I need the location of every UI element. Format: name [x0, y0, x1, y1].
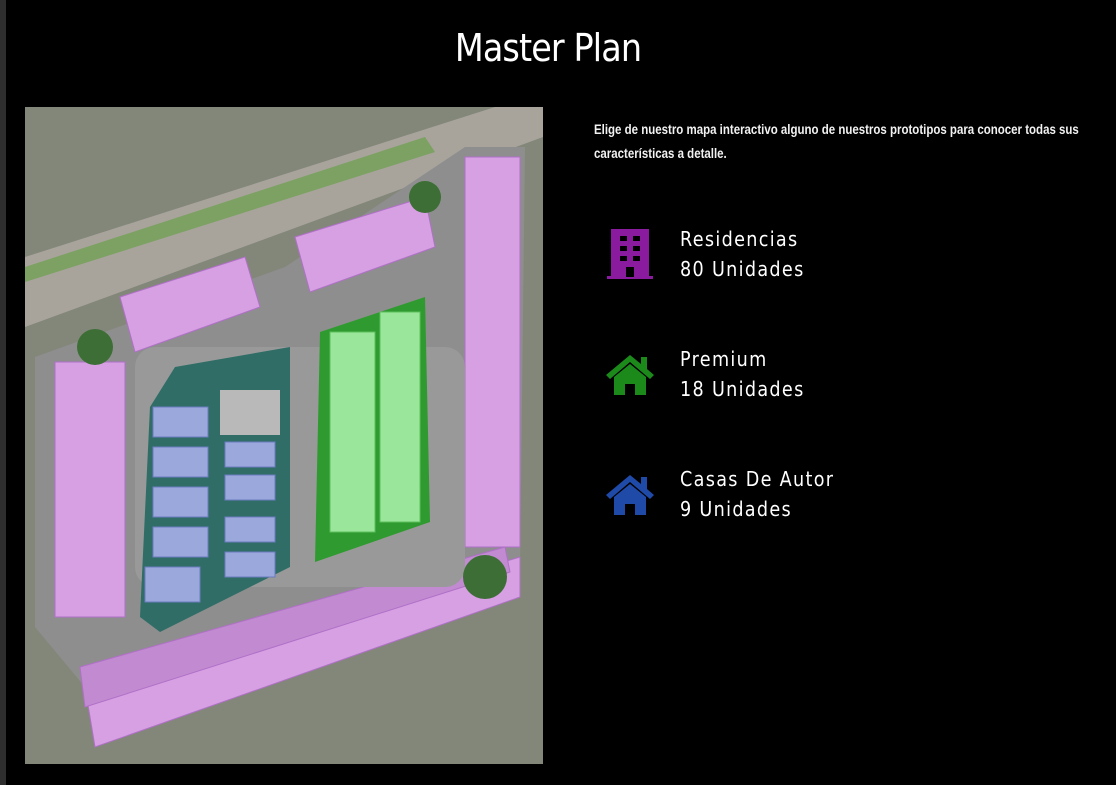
house-icon: [604, 466, 656, 522]
legend-residencias[interactable]: Residencias 80 Unidades: [604, 224, 822, 284]
page-title: Master Plan: [454, 26, 642, 70]
legend-units: 18 Unidades: [680, 377, 805, 401]
legend-premium[interactable]: Premium 18 Unidades: [604, 344, 822, 404]
window-edge: [0, 0, 6, 785]
legend-units: 9 Unidades: [680, 497, 793, 521]
master-plan-map[interactable]: [25, 107, 543, 764]
intro-text: Elige de nuestro mapa interactivo alguno…: [594, 121, 1079, 161]
legend-name: Premium: [680, 347, 768, 371]
building-icon: [604, 226, 656, 282]
legend-units: 80 Unidades: [680, 257, 805, 281]
legend-casas-de-autor[interactable]: Casas De Autor 9 Unidades: [604, 464, 855, 524]
house-icon: [604, 346, 656, 402]
legend-name: Residencias: [680, 227, 799, 251]
legend-name: Casas De Autor: [680, 467, 835, 491]
